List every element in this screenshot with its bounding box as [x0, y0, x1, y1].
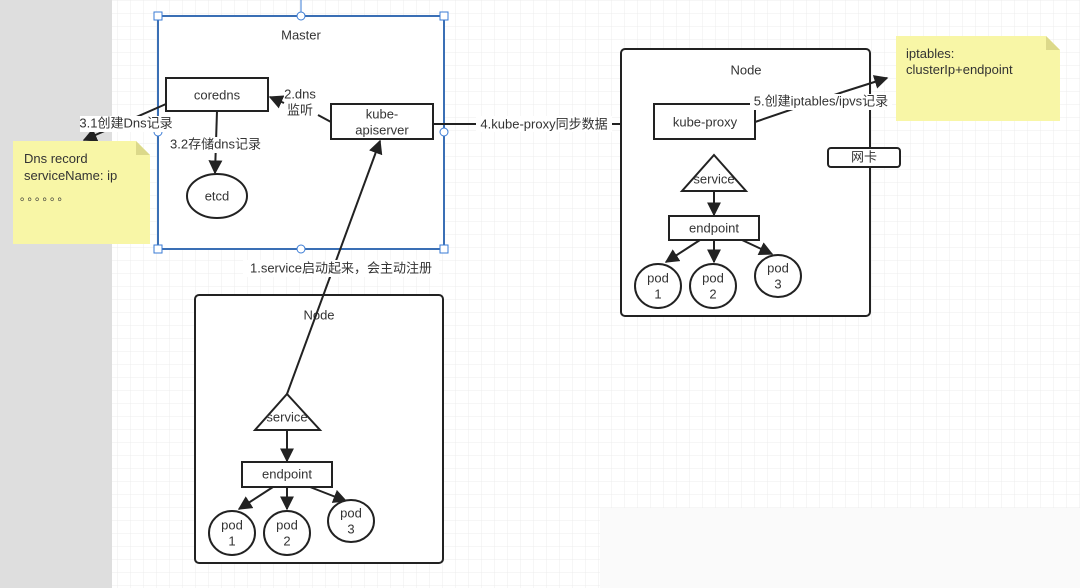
- master-group[interactable]: Master coredns kube- apiserver etcd: [153, 0, 449, 254]
- pod-label: pod: [767, 260, 789, 275]
- pod-label: pod: [702, 270, 724, 285]
- edge-label-register: 1.service启动起来，会主动注册: [250, 260, 432, 275]
- coredns-box[interactable]: [165, 77, 269, 112]
- edge-label-create-dns: 3.1创建Dns记录: [79, 115, 172, 130]
- etcd-label: etcd: [205, 188, 230, 203]
- watermark-area: [600, 508, 1080, 588]
- note-dns-line2: serviceName: ip: [24, 168, 117, 183]
- selection-handles[interactable]: [153, 0, 449, 254]
- label-bg: [168, 137, 264, 153]
- pod-number: 1: [654, 286, 661, 301]
- kube-proxy-label: kube-proxy: [673, 114, 738, 129]
- edge-apiserver-coredns-tail[interactable]: [317, 114, 332, 123]
- node-right-title: Node: [730, 62, 761, 77]
- endpoint-label: endpoint: [262, 466, 312, 481]
- pod-label: pod: [221, 517, 243, 532]
- label-bg: [476, 116, 612, 132]
- pod-number: 2: [709, 286, 716, 301]
- master-title: Master: [281, 27, 321, 42]
- nic-label: 网卡: [851, 149, 877, 164]
- label-bg: [243, 260, 439, 277]
- service-label: service: [693, 171, 734, 186]
- node-bottom-title: Node: [303, 307, 334, 322]
- pod-label: pod: [276, 517, 298, 532]
- kube-apiserver-box[interactable]: [330, 103, 434, 140]
- nic-box[interactable]: [827, 147, 901, 168]
- edge-endpoint-pod3[interactable]: [309, 486, 348, 503]
- note-iptables-line2: clusterIp+endpoint: [906, 62, 1013, 77]
- pod-number: 1: [228, 533, 235, 548]
- node-bottom[interactable]: Node service endpoint pod 1 pod 2 pod 3: [194, 294, 444, 564]
- label-bg: [80, 116, 172, 132]
- note-dns-line3: 。。。。。。: [20, 191, 71, 203]
- edge-kubeproxy-note[interactable]: [842, 75, 889, 93]
- note-iptables[interactable]: iptables: clusterIp+endpoint: [896, 36, 1060, 121]
- apiserver-label-2: apiserver: [355, 122, 409, 137]
- endpoint-label: endpoint: [689, 220, 739, 235]
- kube-proxy-box[interactable]: [653, 103, 756, 140]
- note-dns-line1: Dns record: [24, 151, 88, 166]
- edge-endpoint-pod3[interactable]: [741, 239, 774, 256]
- label-bg: [750, 94, 892, 110]
- endpoint-box[interactable]: [241, 461, 333, 488]
- edge-label-create-iptables: 5.创建iptables/ipvs记录: [754, 93, 888, 108]
- edge-label-store-dns: 3.2存储dns记录: [170, 136, 261, 151]
- note-iptables-line1: iptables:: [906, 46, 954, 61]
- pod-number: 2: [283, 533, 290, 548]
- service-label: service: [266, 409, 307, 424]
- pod-label: pod: [647, 270, 669, 285]
- edge-endpoint-pod1[interactable]: [237, 486, 274, 510]
- pod-1[interactable]: pod 1: [208, 510, 256, 556]
- apiserver-label-1: kube-: [366, 106, 399, 121]
- pod-number: 3: [774, 276, 781, 291]
- edge-label-dns-watch-2: 监听: [287, 102, 313, 117]
- coredns-label: coredns: [194, 87, 241, 102]
- pod-3[interactable]: pod 3: [754, 254, 802, 298]
- side-panel: [0, 0, 112, 588]
- edge-endpoint-pod1[interactable]: [664, 239, 701, 263]
- pod-3[interactable]: pod 3: [327, 499, 375, 543]
- note-dns-record[interactable]: Dns record serviceName: ip 。。。。。。: [13, 141, 150, 244]
- pod-1[interactable]: pod 1: [634, 263, 682, 309]
- edge-label-sync: 4.kube-proxy同步数据: [480, 116, 607, 131]
- pod-number: 3: [347, 521, 354, 536]
- pod-2[interactable]: pod 2: [263, 510, 311, 556]
- edge-apiserver-coredns[interactable]: [268, 95, 285, 109]
- pod-label: pod: [340, 505, 362, 520]
- node-right[interactable]: Node kube-proxy 网卡 service endpoint pod …: [620, 48, 901, 317]
- pod-2[interactable]: pod 2: [689, 263, 737, 309]
- edge-label-dns-watch-1: 2.dns: [284, 86, 316, 101]
